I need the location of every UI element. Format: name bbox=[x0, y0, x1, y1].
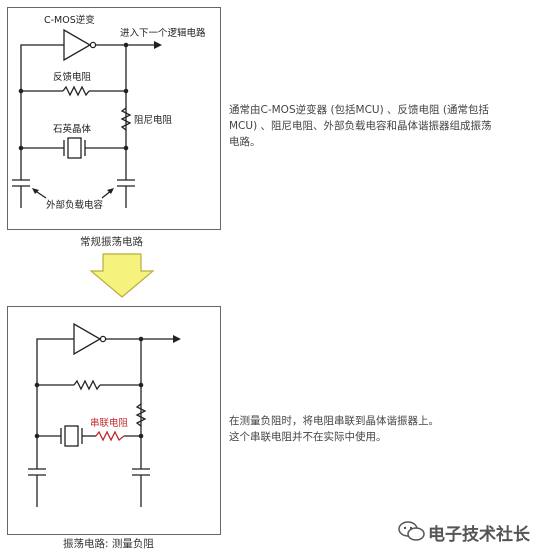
crystal-label: 石英晶体 bbox=[53, 123, 92, 135]
output-arrow bbox=[154, 41, 162, 49]
description-conventional-line: MCU) 、阻尼电阻、外部负载电容和晶体谐振器组成振荡 bbox=[229, 120, 492, 132]
damping-resistor-label: 阻尼电阻 bbox=[134, 114, 173, 126]
damping-resistor bbox=[120, 107, 132, 131]
output-arrow-2 bbox=[173, 335, 181, 343]
output-label: 进入下一个逻辑电路 bbox=[120, 27, 206, 39]
inverter-symbol-2 bbox=[73, 322, 102, 356]
series-resistor-label: 串联电阻 bbox=[90, 417, 129, 429]
feedback-resistor-2 bbox=[73, 379, 101, 391]
watermark-text: 电子技术社长 bbox=[428, 525, 530, 545]
diagram-measurement-frame: 串联电阻 bbox=[7, 306, 221, 535]
description-measurement-line: 这个串联电阻并不在实际中使用。 bbox=[229, 431, 387, 443]
description-conventional-line: 电路。 bbox=[229, 136, 261, 148]
feedback-resistor bbox=[62, 85, 90, 97]
description-measurement: 在测量负阻时，将电阻串联到晶体谐振器上。 这个串联电阻并不在实际中使用。 bbox=[229, 413, 529, 445]
diagram-measurement-caption: 振荡电路: 测量负阻 bbox=[63, 538, 154, 550]
description-measurement-line: 在测量负阻时，将电阻串联到晶体谐振器上。 bbox=[229, 415, 439, 427]
crystal-symbol-2 bbox=[64, 425, 79, 447]
inverter-bubble bbox=[89, 41, 97, 49]
diagram-conventional-caption: 常规振荡电路 bbox=[80, 236, 143, 248]
down-arrow-icon bbox=[89, 253, 155, 298]
inverter-label: C-MOS逆变 bbox=[44, 14, 95, 26]
diagram-conventional: C-MOS逆变 进入下一个逻辑电路 反馈电阻 阻尼电阻 石英晶体 外部负载电容 bbox=[12, 14, 206, 211]
diagram-measurement: 串联电阻 bbox=[28, 322, 181, 507]
series-resistor bbox=[95, 430, 125, 442]
inverter-symbol bbox=[63, 28, 92, 62]
description-conventional: 通常由C-MOS逆变器 (包括MCU) 、反馈电阻 (通常包括 MCU) 、阻尼… bbox=[229, 102, 529, 150]
diagram-conventional-frame: C-MOS逆变 进入下一个逻辑电路 反馈电阻 阻尼电阻 石英晶体 外部负载电容 bbox=[7, 7, 221, 230]
description-conventional-line: 通常由C-MOS逆变器 (包括MCU) 、反馈电阻 (通常包括 bbox=[229, 104, 489, 116]
damping-resistor-2 bbox=[135, 403, 147, 427]
wechat-logo-icon bbox=[398, 521, 425, 541]
load-capacitor-label: 外部负载电容 bbox=[46, 199, 104, 211]
feedback-resistor-label: 反馈电阻 bbox=[53, 71, 92, 83]
crystal-symbol bbox=[67, 137, 82, 159]
